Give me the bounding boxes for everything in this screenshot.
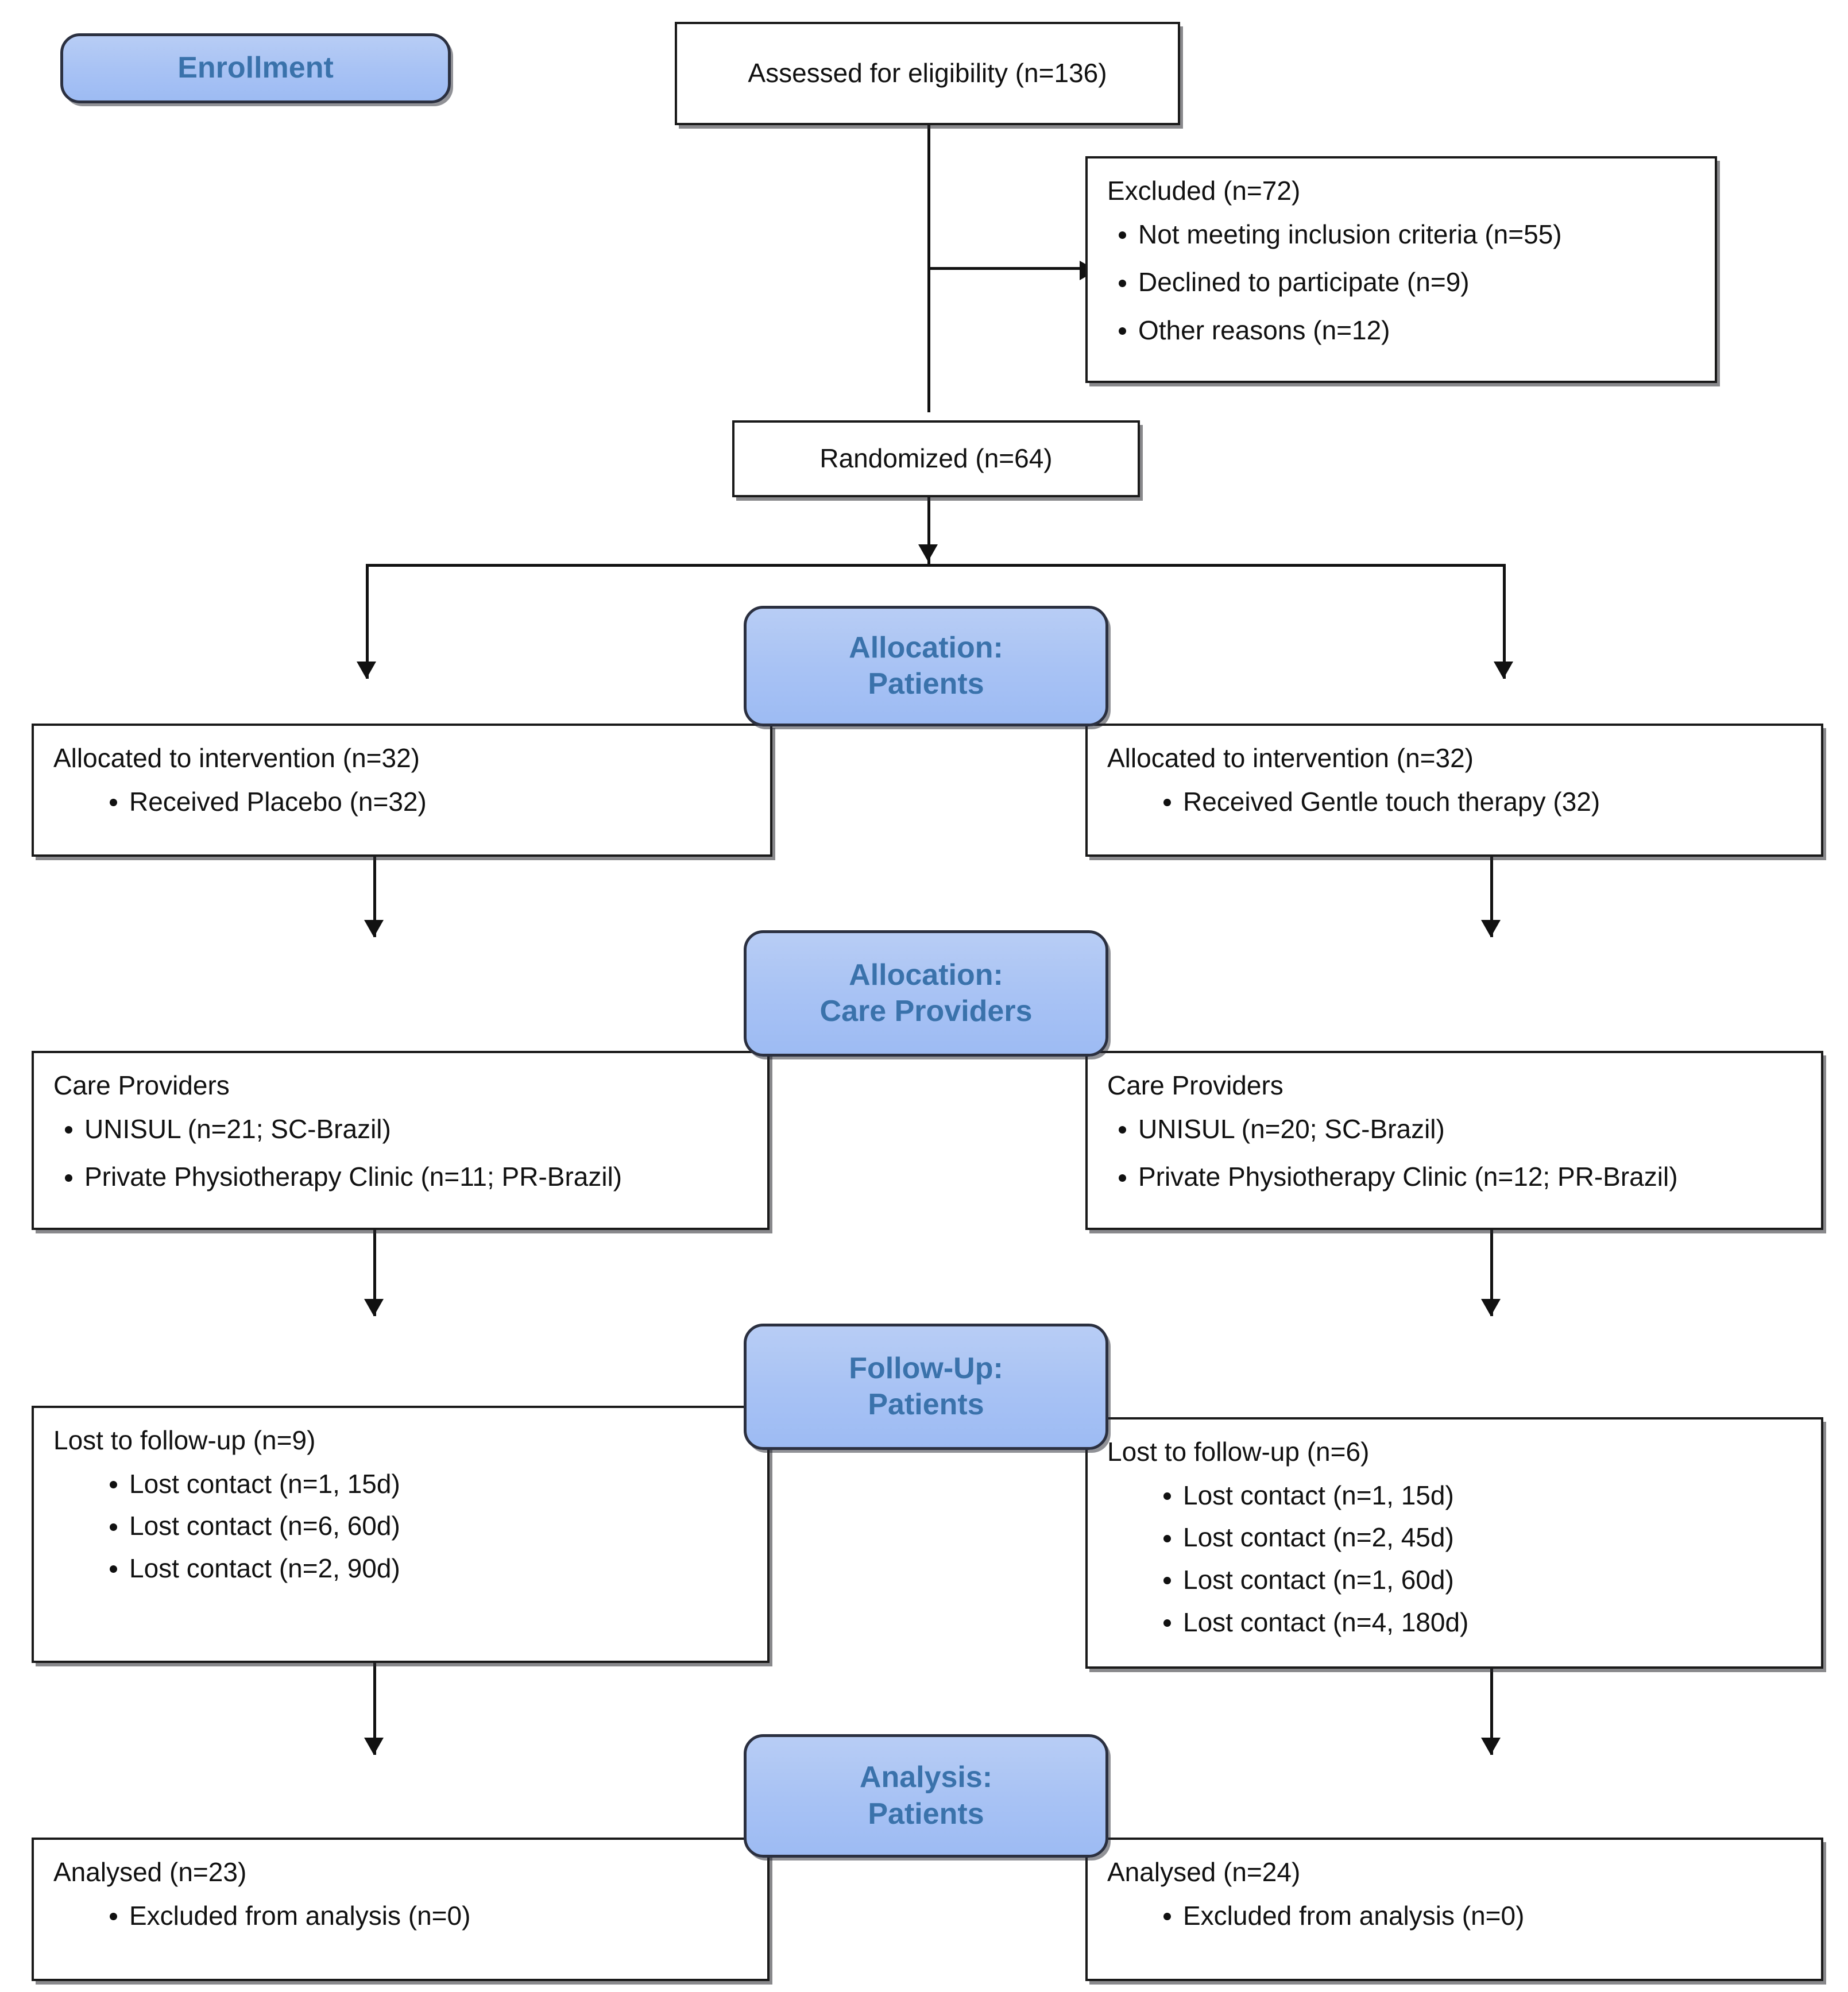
list-item: Lost contact (n=1, 60d) <box>1158 1562 1801 1598</box>
node-lost-followup-right: Lost to follow-up (n=6) Lost contact (n=… <box>1085 1417 1823 1669</box>
list-item: Other reasons (n=12) <box>1113 313 1695 349</box>
node-analysed-right-title: Analysed (n=24) <box>1107 1857 1301 1887</box>
connector-to-excluded <box>927 267 1085 270</box>
node-excluded: Excluded (n=72) Not meeting inclusion cr… <box>1085 156 1717 383</box>
arrowhead-providers-right-to-followup <box>1481 1299 1501 1316</box>
list-item: UNISUL (n=21; SC-Brazil) <box>59 1112 748 1147</box>
arrowhead-alloc-left-to-providers <box>364 920 384 937</box>
list-item: Not meeting inclusion criteria (n=55) <box>1113 217 1695 253</box>
list-item: UNISUL (n=20; SC-Brazil) <box>1113 1112 1801 1147</box>
stage-badge-allocation-care-providers: Allocation: Care Providers <box>744 930 1108 1057</box>
node-care-providers-right: Care Providers UNISUL (n=20; SC-Brazil) … <box>1085 1051 1823 1230</box>
arrowhead-split-left <box>357 662 376 679</box>
arrowhead-randomized-down <box>918 544 938 562</box>
node-allocated-right-list: Received Gentle touch therapy (32) <box>1158 784 1801 820</box>
list-item: Private Physiotherapy Clinic (n=11; PR-B… <box>59 1159 748 1195</box>
list-item: Lost contact (n=2, 90d) <box>104 1551 748 1587</box>
list-item: Lost contact (n=1, 15d) <box>1158 1478 1801 1514</box>
list-item: Lost contact (n=2, 45d) <box>1158 1520 1801 1556</box>
node-excluded-title: Excluded (n=72) <box>1107 176 1301 206</box>
list-item: Excluded from analysis (n=0) <box>104 1898 748 1934</box>
arrowhead-alloc-right-to-providers <box>1481 920 1501 937</box>
arrowhead-followup-right-to-analysis <box>1481 1738 1501 1755</box>
node-care-providers-left-title: Care Providers <box>53 1070 230 1100</box>
node-analysed-right-list: Excluded from analysis (n=0) <box>1158 1898 1801 1934</box>
node-care-providers-left-list: UNISUL (n=21; SC-Brazil) Private Physiot… <box>59 1112 748 1195</box>
node-excluded-list: Not meeting inclusion criteria (n=55) De… <box>1113 217 1695 349</box>
node-analysed-right: Analysed (n=24) Excluded from analysis (… <box>1085 1838 1823 1981</box>
node-assessed-title: Assessed for eligibility (n=136) <box>748 58 1107 88</box>
list-item: Received Gentle touch therapy (32) <box>1158 784 1801 820</box>
node-randomized: Randomized (n=64) <box>732 420 1140 497</box>
arrowhead-followup-left-to-analysis <box>364 1738 384 1755</box>
node-allocated-left: Allocated to intervention (n=32) Receive… <box>32 724 772 857</box>
node-randomized-title: Randomized (n=64) <box>819 443 1053 474</box>
node-care-providers-right-title: Care Providers <box>1107 1070 1283 1100</box>
node-analysed-left: Analysed (n=23) Excluded from analysis (… <box>32 1838 770 1981</box>
stage-badge-allocation-patients: Allocation: Patients <box>744 606 1108 726</box>
list-item: Private Physiotherapy Clinic (n=12; PR-B… <box>1113 1159 1801 1195</box>
node-allocated-right: Allocated to intervention (n=32) Receive… <box>1085 724 1823 857</box>
connector-split-bar <box>366 564 1506 567</box>
connector-alloc-left-to-providers <box>373 857 376 937</box>
stage-badge-followup-patients-label: Follow-Up: Patients <box>849 1351 1003 1421</box>
node-allocated-right-title: Allocated to intervention (n=32) <box>1107 743 1474 773</box>
node-allocated-left-title: Allocated to intervention (n=32) <box>53 743 420 773</box>
stage-badge-analysis-patients-label: Analysis: Patients <box>859 1761 993 1831</box>
list-item: Excluded from analysis (n=0) <box>1158 1898 1801 1934</box>
stage-badge-allocation-care-providers-label: Allocation: Care Providers <box>819 958 1033 1028</box>
connector-providers-right-to-followup <box>1490 1230 1493 1316</box>
list-item: Lost contact (n=4, 180d) <box>1158 1605 1801 1641</box>
list-item: Lost contact (n=6, 60d) <box>104 1508 748 1544</box>
arrowhead-providers-left-to-followup <box>364 1299 384 1316</box>
list-item: Lost contact (n=1, 15d) <box>104 1467 748 1502</box>
connector-followup-left-to-analysis <box>373 1663 376 1755</box>
stage-badge-analysis-patients: Analysis: Patients <box>744 1734 1108 1858</box>
list-item: Declined to participate (n=9) <box>1113 265 1695 300</box>
node-care-providers-left: Care Providers UNISUL (n=21; SC-Brazil) … <box>32 1051 770 1230</box>
node-analysed-left-title: Analysed (n=23) <box>53 1857 247 1887</box>
connector-followup-right-to-analysis <box>1490 1669 1493 1755</box>
stage-badge-allocation-patients-label: Allocation: Patients <box>849 631 1003 701</box>
connector-split-left <box>366 564 369 679</box>
stage-badge-enrollment: Enrollment <box>60 33 451 103</box>
node-assessed-for-eligibility: Assessed for eligibility (n=136) <box>675 22 1180 125</box>
node-lost-followup-right-title: Lost to follow-up (n=6) <box>1107 1437 1370 1467</box>
connector-split-right <box>1503 564 1506 679</box>
node-allocated-left-list: Received Placebo (n=32) <box>104 784 751 820</box>
arrowhead-split-right <box>1494 662 1513 679</box>
list-item: Received Placebo (n=32) <box>104 784 751 820</box>
node-lost-followup-left-list: Lost contact (n=1, 15d) Lost contact (n=… <box>104 1467 748 1587</box>
node-care-providers-right-list: UNISUL (n=20; SC-Brazil) Private Physiot… <box>1113 1112 1801 1195</box>
node-lost-followup-left: Lost to follow-up (n=9) Lost contact (n=… <box>32 1406 770 1663</box>
connector-providers-left-to-followup <box>373 1230 376 1316</box>
node-lost-followup-left-title: Lost to follow-up (n=9) <box>53 1425 316 1455</box>
stage-badge-enrollment-label: Enrollment <box>177 51 334 85</box>
connector-randomized-down <box>927 497 930 566</box>
connector-alloc-right-to-providers <box>1490 857 1493 937</box>
stage-badge-followup-patients: Follow-Up: Patients <box>744 1324 1108 1450</box>
node-analysed-left-list: Excluded from analysis (n=0) <box>104 1898 748 1934</box>
node-lost-followup-right-list: Lost contact (n=1, 15d) Lost contact (n=… <box>1158 1478 1801 1641</box>
